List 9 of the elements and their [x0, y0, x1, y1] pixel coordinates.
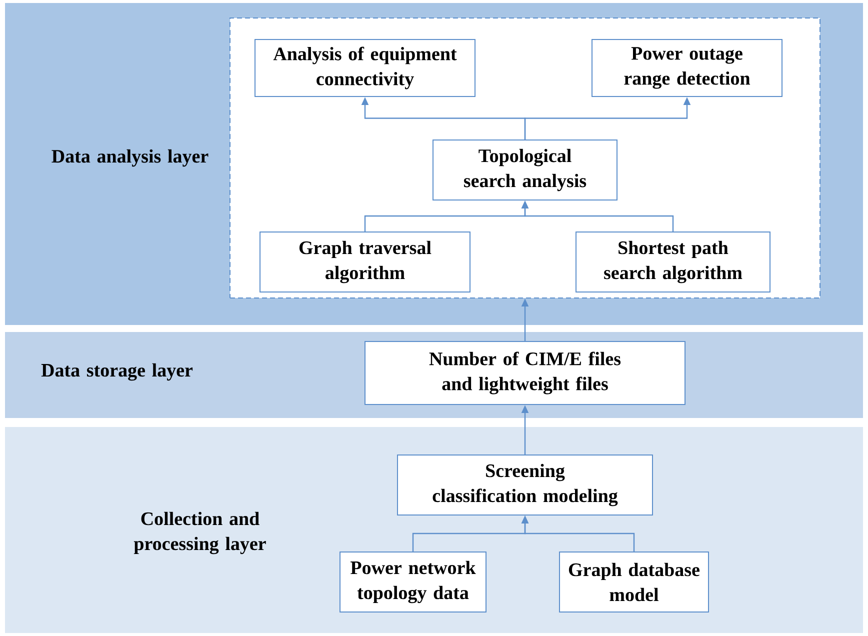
- process-box: Power outage range detection: [592, 39, 782, 97]
- process-box: Analysis of equipment connectivity: [254, 39, 476, 97]
- process-box: Topological search analysis: [432, 140, 618, 200]
- process-box: Number of CIM/E files and lightweight files: [364, 341, 686, 405]
- process-box: Power network topology data: [340, 552, 486, 612]
- process-box: Graph database model: [559, 552, 709, 612]
- process-box: Screening classification modeling: [397, 454, 653, 516]
- process-box: Graph traversal algorithm: [260, 232, 470, 292]
- process-box: Shortest path search algorithm: [576, 232, 770, 292]
